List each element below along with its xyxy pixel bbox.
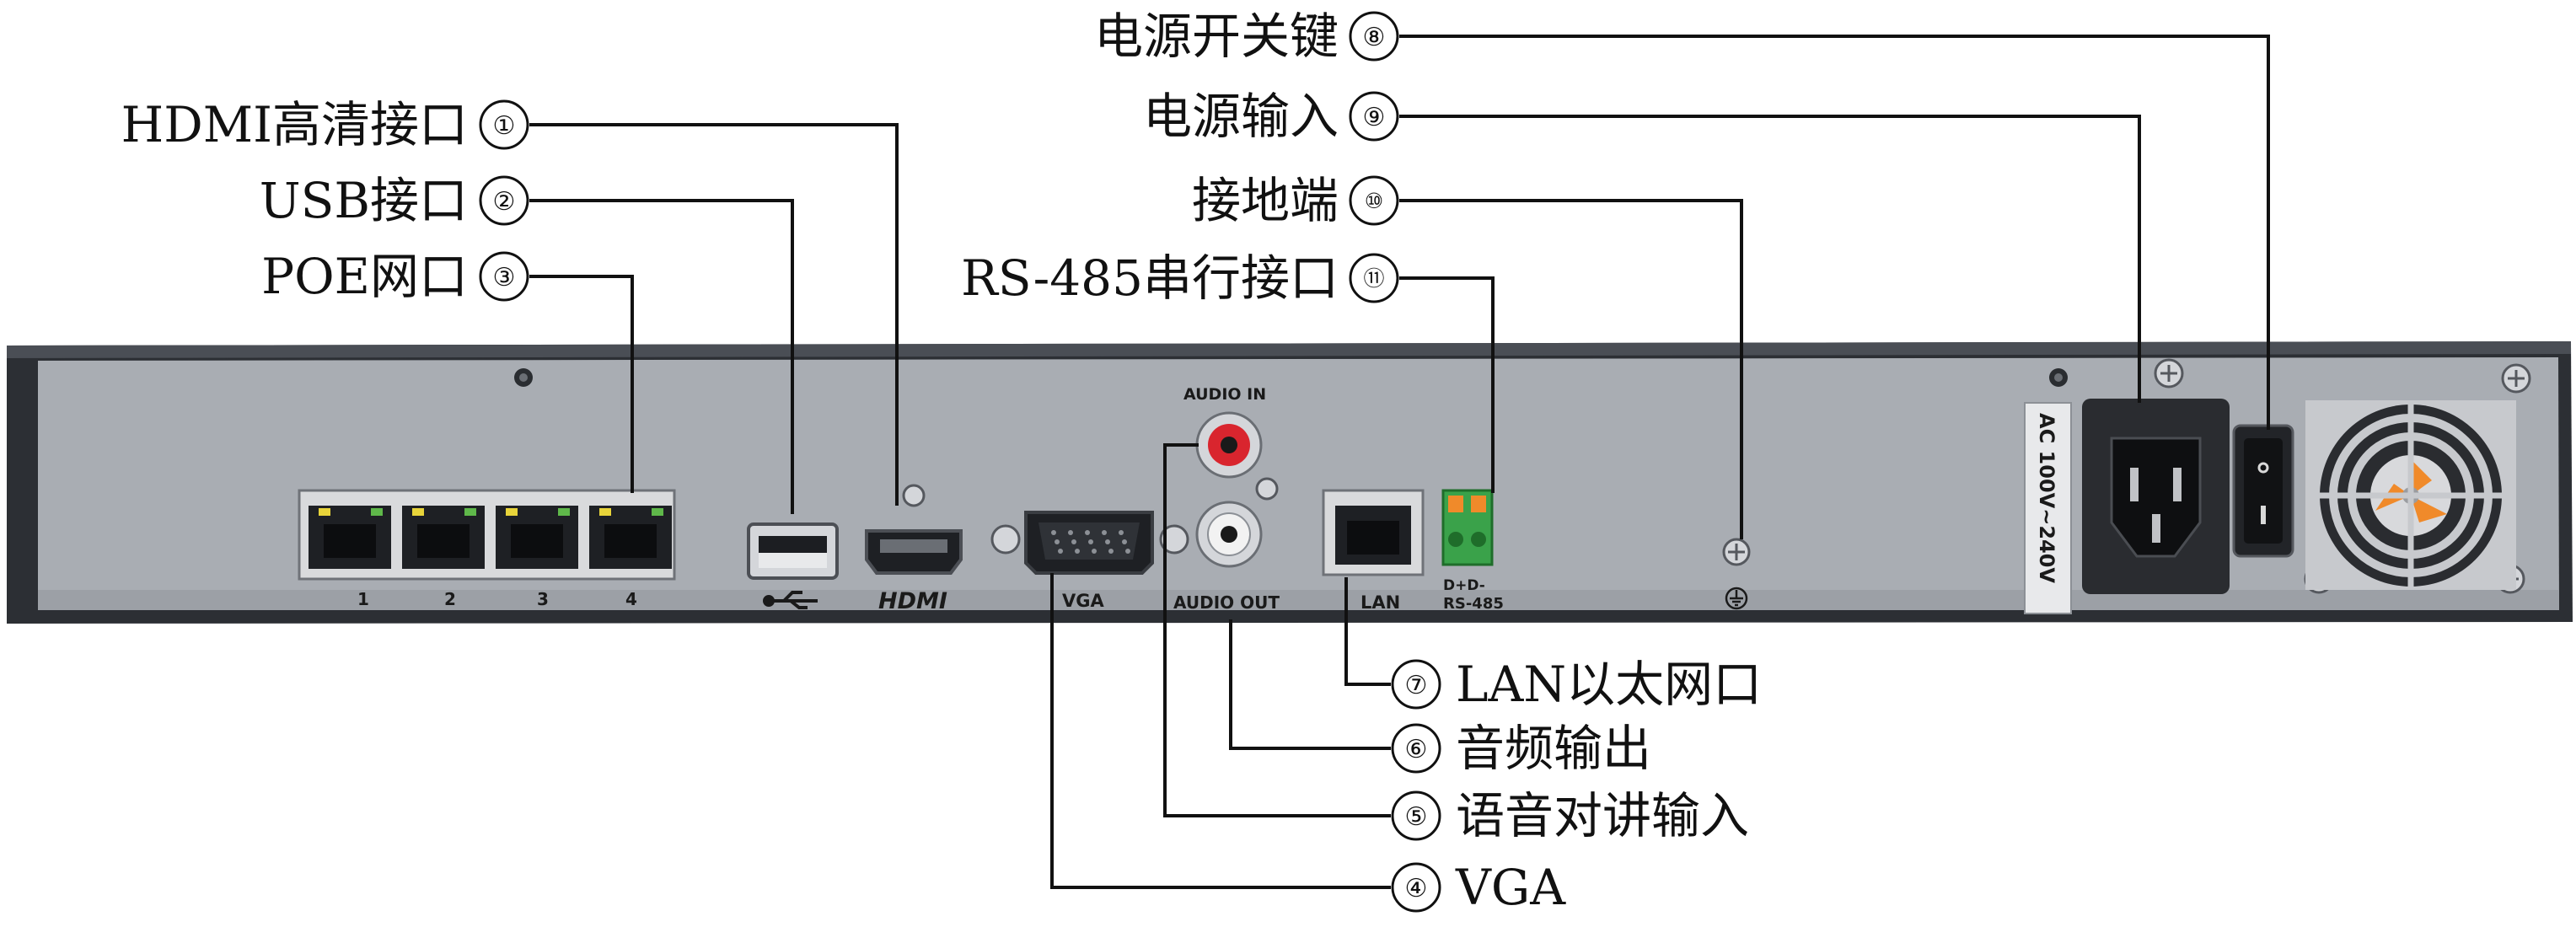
callout-lan: ⑦ LAN以太网口 bbox=[1391, 656, 1762, 713]
callout-label: 电源开关键 bbox=[1094, 8, 1339, 65]
callout-label: LAN以太网口 bbox=[1456, 656, 1762, 713]
callout-label: 音频输出 bbox=[1456, 720, 1651, 777]
callout-label: RS-485串行接口 bbox=[961, 249, 1339, 307]
hdmi-logo: HDMI bbox=[878, 588, 947, 614]
callout-hdmi: HDMI高清接口 ① bbox=[121, 96, 529, 153]
callout-number: ③ bbox=[493, 263, 516, 292]
rs485-pins-label: D+D- bbox=[1443, 577, 1485, 594]
audio-out-port: AUDIO OUT bbox=[1173, 477, 1280, 613]
poe-ports: 1 2 3 4 bbox=[298, 489, 676, 609]
usb-port bbox=[747, 522, 839, 609]
audio-in-label: AUDIO IN bbox=[1183, 385, 1266, 404]
leader-vga bbox=[1050, 573, 1391, 889]
leader-lines bbox=[529, 35, 2270, 889]
rs485-terminal: D+D- RS-485 bbox=[1441, 489, 1504, 613]
audio-out-label: AUDIO OUT bbox=[1173, 592, 1280, 613]
leader-lan bbox=[1344, 577, 1391, 686]
callout-label: VGA bbox=[1455, 859, 1566, 916]
usb-icon bbox=[763, 591, 818, 609]
power-rating-label: AC 100V~240V bbox=[2035, 413, 2058, 583]
callout-poe: POE网口 ③ bbox=[261, 248, 529, 305]
leader-ground bbox=[1399, 199, 1743, 539]
poe-port-2 bbox=[402, 506, 485, 569]
callout-usb: USB接口 ② bbox=[260, 172, 529, 229]
fan-grille bbox=[2305, 400, 2516, 590]
vga-label: VGA bbox=[1062, 591, 1104, 611]
poe-port-3 bbox=[496, 506, 578, 569]
vga-port: VGA bbox=[990, 511, 1189, 611]
callout-number: ⑥ bbox=[1405, 735, 1428, 764]
leader-power-switch bbox=[1399, 35, 2270, 430]
callout-audio-out: ⑥ 音频输出 bbox=[1391, 720, 1651, 777]
callout-label: 接地端 bbox=[1192, 172, 1339, 229]
callout-audio-in: ⑤ 语音对讲输入 bbox=[1391, 787, 1749, 844]
callout-label: 电源输入 bbox=[1143, 88, 1339, 145]
callout-number: ④ bbox=[1405, 874, 1428, 903]
callout-label: POE网口 bbox=[261, 248, 468, 305]
poe-port-number: 2 bbox=[444, 589, 456, 609]
callout-label: HDMI高清接口 bbox=[121, 96, 468, 153]
leader-hdmi bbox=[529, 123, 899, 506]
mounting-holes bbox=[514, 368, 2068, 387]
ground-symbol-icon bbox=[1725, 587, 1748, 610]
callout-label: USB接口 bbox=[260, 172, 468, 229]
callout-number: ⑨ bbox=[1363, 103, 1386, 132]
leader-usb bbox=[529, 199, 794, 514]
callout-number: ① bbox=[493, 111, 516, 141]
callout-number: ② bbox=[493, 187, 516, 217]
hdmi-port: HDMI bbox=[865, 484, 963, 614]
poe-port-number: 3 bbox=[537, 589, 549, 609]
rs485-label: RS-485 bbox=[1443, 595, 1504, 613]
ground-terminal bbox=[1722, 538, 1751, 610]
power-rating-plate: AC 100V~240V bbox=[2024, 402, 2072, 614]
callout-power-input: 电源输入 ⑨ bbox=[1143, 88, 1399, 145]
callout-ground: 接地端 ⑩ bbox=[1192, 172, 1399, 229]
callout-rs485: RS-485串行接口 ⑪ bbox=[961, 249, 1399, 307]
leader-audio-in bbox=[1163, 443, 1391, 817]
poe-port-number: 4 bbox=[625, 589, 637, 609]
callout-number: ⑩ bbox=[1365, 189, 1383, 213]
device-rear-panel: 1 2 3 4 HDMI bbox=[7, 341, 2573, 624]
leader-audio-out bbox=[1229, 619, 1391, 750]
power-input-socket bbox=[2082, 399, 2230, 594]
leader-power-input bbox=[1399, 115, 2141, 403]
callout-vga: ④ VGA bbox=[1391, 859, 1566, 916]
callout-power-switch: 电源开关键 ⑧ bbox=[1094, 8, 1399, 65]
power-switch bbox=[2232, 424, 2294, 558]
leader-rs485 bbox=[1399, 276, 1495, 493]
callout-number: ⑤ bbox=[1405, 802, 1428, 832]
lan-port: LAN bbox=[1322, 489, 1425, 613]
audio-in-port: AUDIO IN bbox=[1183, 385, 1266, 479]
poe-port-1 bbox=[309, 506, 391, 569]
lan-label: LAN bbox=[1360, 592, 1400, 613]
poe-port-number: 1 bbox=[357, 589, 369, 609]
callout-number: ⑦ bbox=[1405, 671, 1428, 700]
callout-number: ⑪ bbox=[1363, 266, 1384, 291]
leader-poe bbox=[529, 275, 634, 493]
callout-number: ⑧ bbox=[1363, 23, 1386, 52]
callout-label: 语音对讲输入 bbox=[1456, 787, 1749, 844]
poe-port-4 bbox=[589, 506, 672, 569]
